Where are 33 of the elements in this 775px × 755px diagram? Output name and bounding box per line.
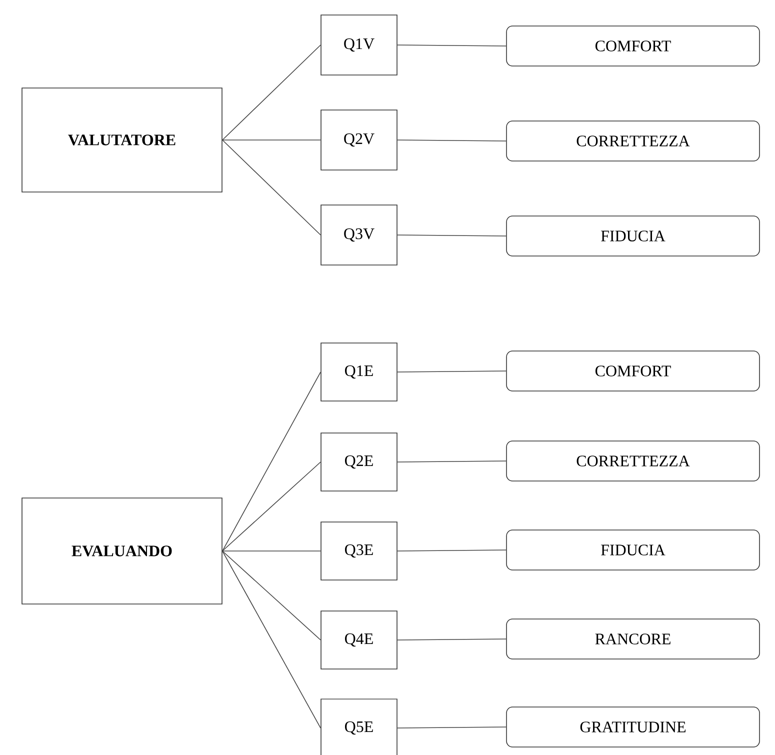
group-box: VALUTATORE <box>22 88 222 192</box>
category-box: RANCORE <box>506 618 760 660</box>
connector-line <box>397 726 506 728</box>
connector-line <box>397 550 506 552</box>
question-box: Q2V <box>320 110 398 170</box>
connector-line <box>397 638 506 640</box>
category-box: FIDUCIA <box>506 530 760 570</box>
category-box: FIDUCIA <box>506 216 760 256</box>
category-box: COMFORT <box>506 350 760 392</box>
connector-line <box>222 140 321 236</box>
connector-line <box>222 550 321 640</box>
question-box: Q1V <box>320 14 398 76</box>
connector-line <box>222 550 321 552</box>
category-box: GRATITUDINE <box>506 706 760 748</box>
question-box: Q1E <box>320 342 398 402</box>
connector-line <box>222 372 321 552</box>
connector-line <box>222 550 321 728</box>
connector-line <box>397 370 506 372</box>
connector-line <box>397 234 506 236</box>
connector-line <box>222 462 321 552</box>
question-box: Q3E <box>320 522 398 580</box>
connector-line <box>397 44 506 46</box>
group-box: EVALUANDO <box>22 498 222 604</box>
connector-line <box>222 44 321 140</box>
connector-line <box>397 460 506 462</box>
category-box: COMFORT <box>506 26 760 66</box>
question-box: Q2E <box>320 432 398 492</box>
question-box: Q4E <box>320 610 398 670</box>
question-box: Q3V <box>320 204 398 266</box>
connector-line <box>397 140 506 142</box>
question-box: Q5E <box>320 698 398 755</box>
category-box: CORRETTEZZA <box>506 120 760 162</box>
category-box: CORRETTEZZA <box>506 440 760 482</box>
